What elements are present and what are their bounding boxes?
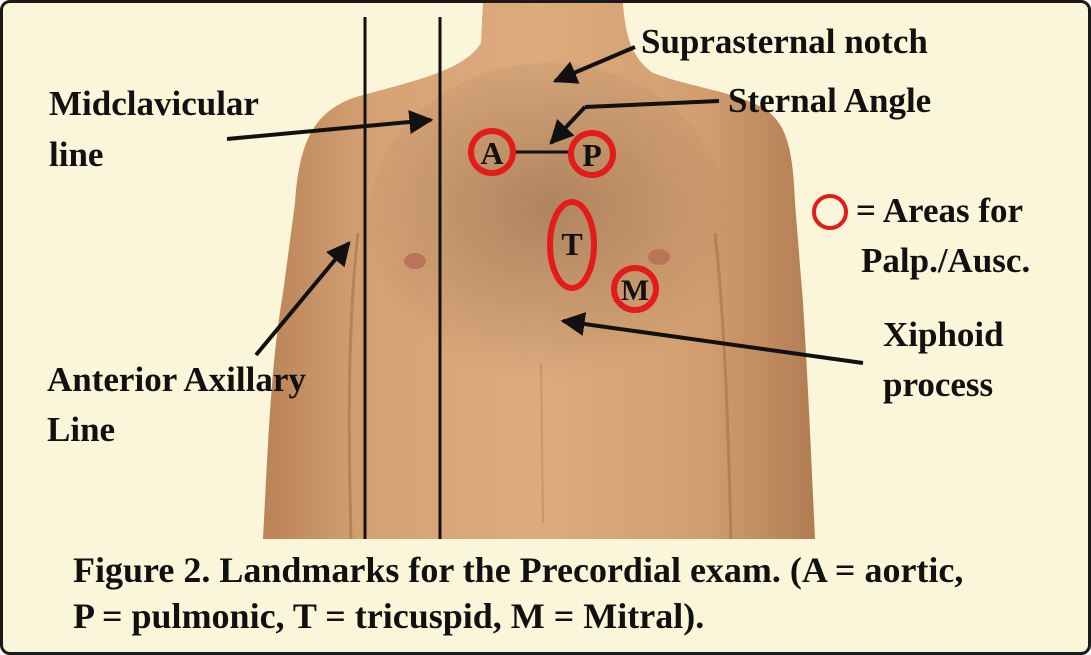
anterior-axillary-label-line2: Line (47, 408, 115, 452)
areas-legend-label-line1: = Areas for (856, 189, 1023, 233)
areas-legend-label-line2: Palp./Ausc. (861, 239, 1030, 283)
figure-caption: Figure 2. Landmarks for the Precordial e… (73, 547, 963, 639)
xiphoid-label-line1: Xiphoid (883, 313, 1004, 357)
mitral-marker-letter: M (621, 274, 649, 307)
caption-line-1: Figure 2. Landmarks for the Precordial e… (73, 547, 963, 593)
right-nipple (648, 249, 670, 265)
legend-ring (814, 196, 846, 228)
midclavicular-label-line1: Midclavicular (49, 82, 259, 126)
anterior-axillary-label-line1: Anterior Axillary (47, 358, 306, 402)
tricuspid-marker-letter: T (561, 226, 582, 262)
suprasternal-notch-label: Suprasternal notch (641, 20, 928, 64)
left-nipple (404, 253, 426, 269)
xiphoid-label-line2: process (883, 363, 993, 407)
sternal-angle-label: Sternal Angle (728, 79, 931, 123)
midclavicular-label-line2: line (49, 133, 103, 177)
aortic-marker-letter: A (480, 135, 503, 171)
caption-line-2: P = pulmonic, T = tricuspid, M = Mitral)… (73, 593, 963, 639)
pulmonic-marker-letter: P (582, 137, 602, 173)
